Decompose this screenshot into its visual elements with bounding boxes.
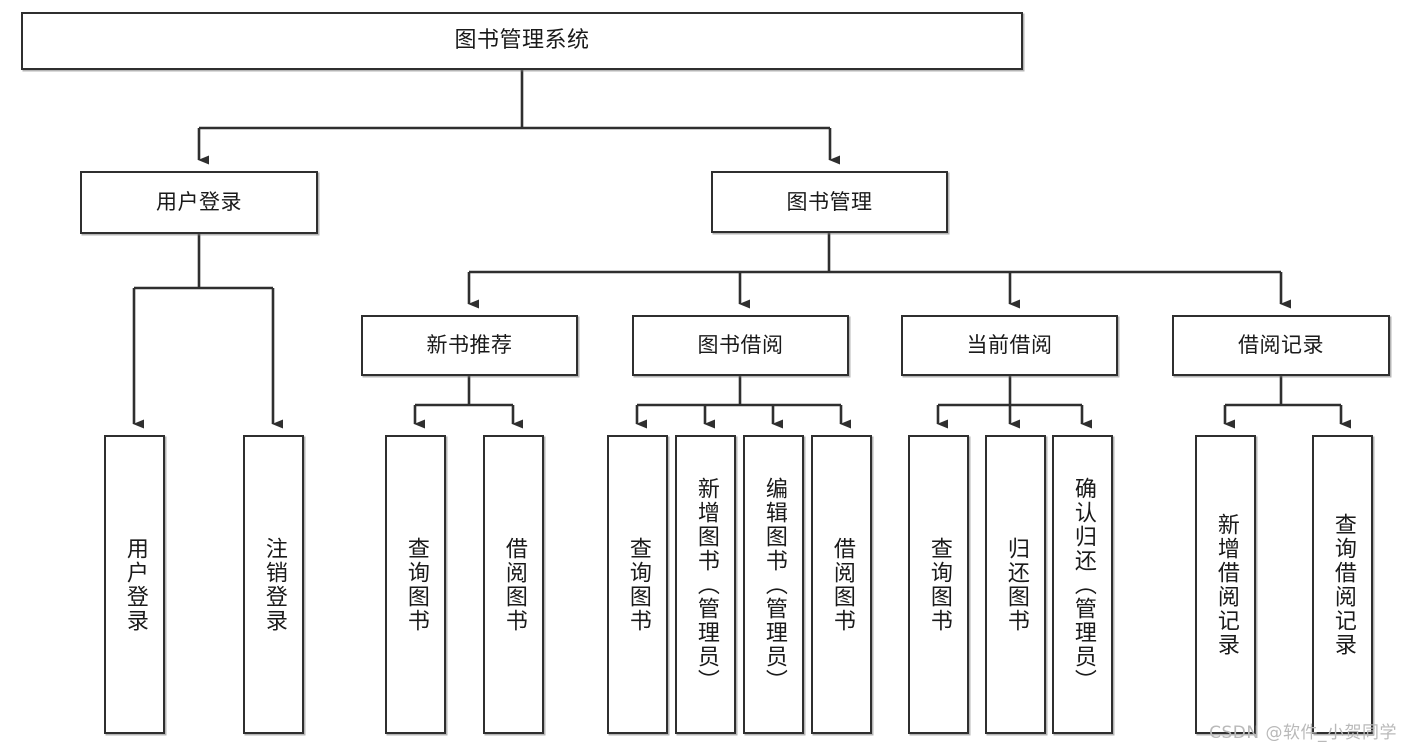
- node-label: 图书管理: [786, 189, 873, 214]
- node-book-borrow[interactable]: 图书借阅: [632, 315, 849, 376]
- node-label: 新增借阅记录: [1213, 512, 1239, 657]
- node-root-system[interactable]: 图书管理系统: [21, 12, 1023, 70]
- leaf-logout[interactable]: 注销登录: [243, 435, 304, 734]
- leaf-return-books[interactable]: 归还图书: [985, 435, 1046, 734]
- node-label: 归还图书: [1003, 536, 1029, 633]
- node-label: 查询借阅记录: [1330, 512, 1356, 657]
- node-label: 新增图书（管理员）: [693, 476, 719, 693]
- node-label: 新书推荐: [426, 333, 513, 358]
- node-label: 查询图书: [926, 536, 952, 633]
- node-label: 图书管理系统: [454, 28, 590, 54]
- node-current-borrow[interactable]: 当前借阅: [901, 315, 1118, 376]
- node-book-management[interactable]: 图书管理: [711, 171, 948, 233]
- leaf-borrow-books-recommend[interactable]: 借阅图书: [483, 435, 544, 734]
- node-label: 用户登录: [122, 536, 148, 633]
- leaf-borrow-books[interactable]: 借阅图书: [811, 435, 872, 734]
- leaf-query-books-recommend[interactable]: 查询图书: [385, 435, 446, 734]
- node-borrow-record[interactable]: 借阅记录: [1172, 315, 1390, 376]
- node-label: 查询图书: [625, 536, 651, 633]
- node-label: 借阅图书: [829, 536, 855, 633]
- node-label: 确认归还（管理员）: [1070, 476, 1096, 693]
- node-new-book-recommend[interactable]: 新书推荐: [361, 315, 578, 376]
- leaf-add-borrow-record[interactable]: 新增借阅记录: [1195, 435, 1256, 734]
- leaf-query-books-borrow[interactable]: 查询图书: [607, 435, 668, 734]
- node-label: 编辑图书（管理员）: [761, 476, 787, 693]
- node-label: 借阅记录: [1238, 333, 1324, 358]
- node-label: 查询图书: [403, 536, 429, 633]
- leaf-edit-book-admin[interactable]: 编辑图书（管理员）: [743, 435, 804, 734]
- leaf-user-login[interactable]: 用户登录: [104, 435, 165, 734]
- leaf-confirm-return-admin[interactable]: 确认归还（管理员）: [1052, 435, 1113, 734]
- node-label: 注销登录: [261, 536, 287, 633]
- node-label: 当前借阅: [966, 333, 1053, 358]
- leaf-add-book-admin[interactable]: 新增图书（管理员）: [675, 435, 736, 734]
- node-label: 用户登录: [156, 190, 242, 215]
- leaf-query-books-current[interactable]: 查询图书: [908, 435, 969, 734]
- node-user-login[interactable]: 用户登录: [80, 171, 318, 234]
- node-label: 借阅图书: [501, 536, 527, 633]
- node-label: 图书借阅: [697, 333, 784, 358]
- leaf-query-borrow-record[interactable]: 查询借阅记录: [1312, 435, 1373, 734]
- csdn-watermark: CSDN @软件_小贺同学: [1209, 723, 1397, 743]
